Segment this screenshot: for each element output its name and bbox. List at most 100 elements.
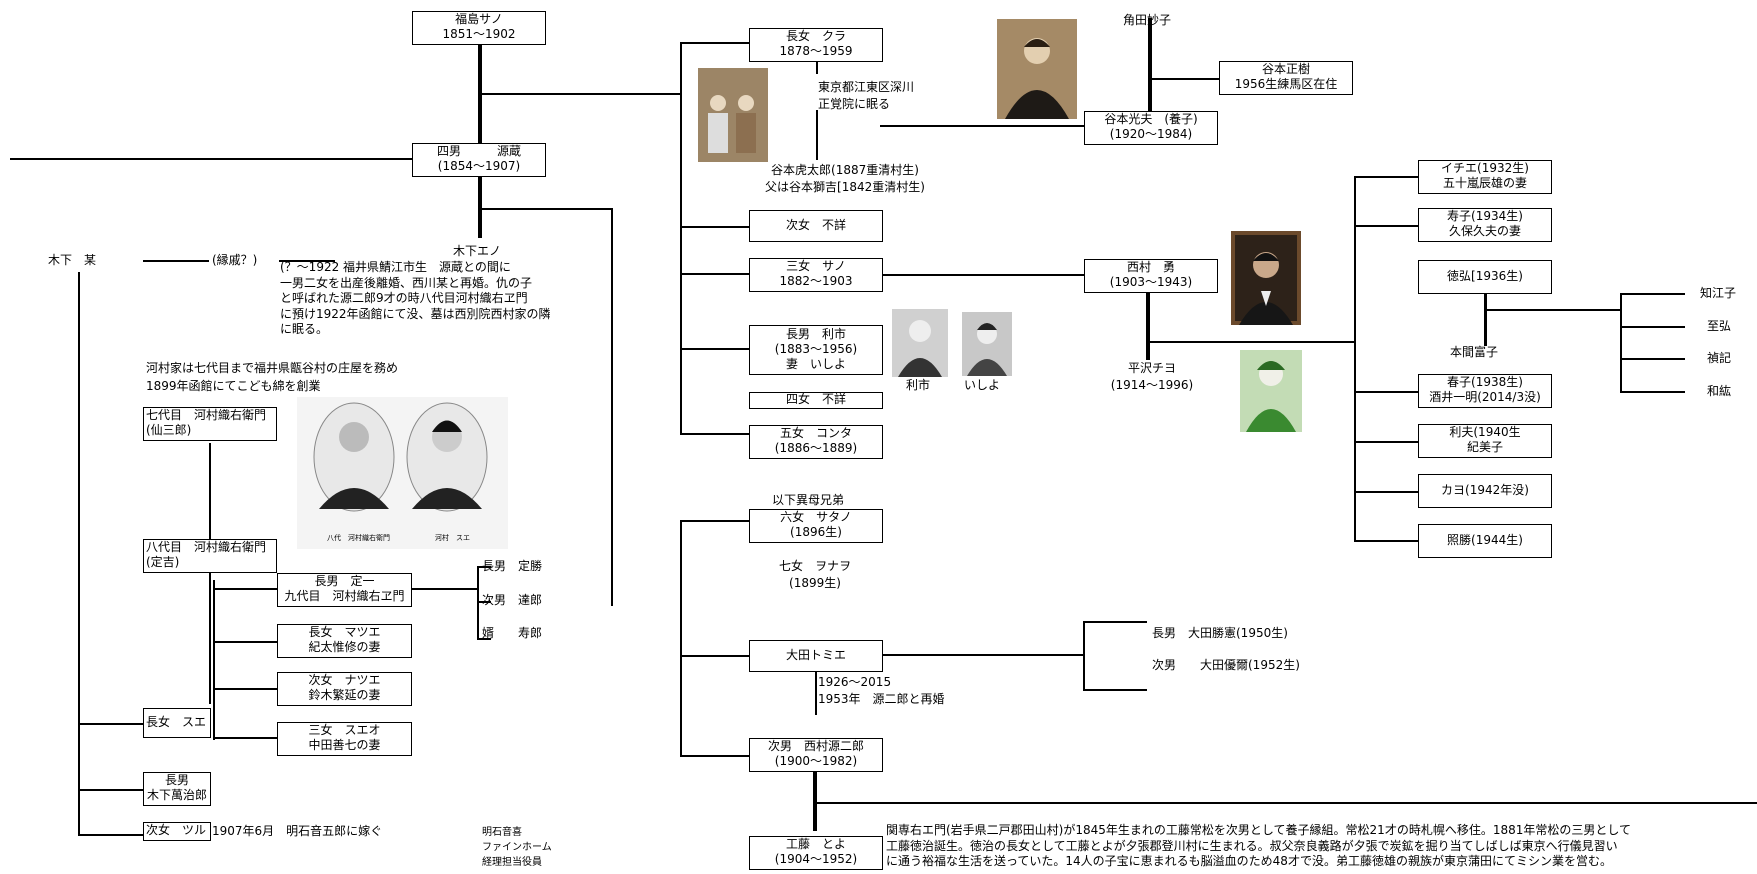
kudo-note: 関専右エ門(岩手県二戸郡田山村)が1845年生まれの工藤常松を次男として養子縁組… — [886, 823, 1631, 870]
photo-caption: 利市 — [906, 378, 931, 392]
connector — [1620, 293, 1622, 391]
connector — [1152, 78, 1219, 80]
person-tsuru: 次女 ツル — [143, 822, 211, 841]
name: 次女 不詳 — [785, 218, 846, 232]
spouse: 紀美子 — [1466, 440, 1503, 454]
connector — [480, 208, 612, 210]
connector — [1620, 293, 1685, 295]
connector — [816, 110, 818, 160]
connector — [815, 671, 817, 715]
person-sadaichi: 長男 定一 九代目 河村織右ヱ門 — [277, 573, 412, 607]
chiyo-photo — [1240, 350, 1302, 432]
spouse: 紀太惟修の妻 — [308, 640, 381, 654]
kawamura-portrait-photo: 八代 河村織右衛門 河村 スエ — [297, 397, 508, 549]
note-line: に預け1922年函館にて没、墓は西別院西村家の隣 — [280, 306, 551, 321]
name: 大田トミエ — [785, 648, 846, 662]
note-line: と呼ばれた源二郎9才の時八代目河村織右ヱ門 — [280, 291, 528, 305]
photo-image — [892, 309, 948, 377]
connector — [477, 566, 479, 639]
connector — [477, 638, 491, 640]
connector — [1484, 290, 1487, 346]
isamu-photo — [1231, 231, 1301, 325]
connector — [1620, 391, 1685, 393]
connector — [1148, 341, 1355, 343]
note-line: 経理担当役員 — [482, 857, 542, 868]
connector — [1083, 621, 1085, 690]
connector — [1354, 176, 1356, 540]
name: 照勝(1944生) — [1447, 533, 1523, 547]
years: (1883〜1956) — [774, 342, 858, 356]
connector — [1620, 358, 1685, 360]
person-yonjo-fusho: 四女 不詳 — [749, 392, 883, 409]
connector — [78, 834, 143, 836]
note-line: に眠る。 — [280, 322, 329, 336]
relation: 長男 — [164, 773, 189, 787]
spouse: 酒井一明(2014/3没) — [1429, 390, 1541, 404]
connector — [477, 601, 491, 603]
connector — [680, 520, 749, 522]
connector — [213, 688, 277, 690]
photo-image — [962, 312, 1012, 376]
note-line: 父は谷本獅吉[1842重清村生) — [765, 180, 925, 194]
person-jyuro: 婿 寿郎 — [482, 626, 543, 640]
connector — [213, 737, 277, 739]
name: イチエ(1932生) — [1441, 161, 1529, 175]
connector — [482, 93, 680, 95]
connector — [1083, 689, 1147, 691]
connector — [143, 260, 209, 262]
person-sueo: 三女 スエオ 中田善七の妻 — [277, 722, 412, 756]
person-kazuhiro: 和紘 — [1707, 384, 1732, 398]
connector — [680, 273, 749, 275]
person-sue: 長女 スエ — [143, 708, 211, 738]
name: 谷本光夫 (養子) — [1104, 112, 1198, 126]
years: (1914〜1996) — [1110, 378, 1194, 392]
name: 長男 定一 — [314, 574, 375, 588]
person-homma-tomiko: 本間富子 — [1450, 345, 1499, 359]
photo-caption: いしよ — [964, 378, 1001, 392]
person-tatsuro: 次男 達郎 — [482, 593, 543, 607]
note-line: 正覚院に眠る — [818, 97, 891, 111]
name: 木下萬治郎 — [146, 788, 207, 802]
connector — [10, 158, 415, 160]
person-tokuhiro: 徳弘[1936生) — [1418, 260, 1552, 294]
connector — [816, 58, 818, 74]
person-jijo-fusho: 次女 不詳 — [749, 210, 883, 242]
person-tsunoda-taeko: 角田妙子 — [1123, 13, 1172, 27]
connector — [680, 433, 749, 435]
person-yoshinori: 禎記 — [1707, 351, 1732, 365]
years: 1851〜1902 — [442, 27, 516, 41]
connector — [209, 443, 211, 540]
connector — [1354, 225, 1418, 227]
connector — [1354, 441, 1418, 443]
person-genzo: 四男 源蔵 (1854〜1907) — [412, 143, 546, 177]
name: 寿子(1934生) — [1447, 209, 1523, 223]
connector — [680, 42, 682, 434]
person-kawamura-7th: 七代目 河村織右衛門 (仙三郎) — [143, 407, 277, 441]
connector — [680, 348, 749, 350]
note-line: 関専右エ門(岩手県二戸郡田山村)が1845年生まれの工藤常松を次男として養子縁組… — [886, 823, 1631, 837]
connector — [209, 568, 211, 704]
name: 西村 勇 — [1126, 260, 1175, 274]
photo-caption: 八代 河村織右衛門 — [327, 534, 390, 542]
years: (1886〜1889) — [774, 441, 858, 455]
person-konta: 五女 コンタ (1886〜1889) — [749, 425, 883, 459]
tsuru-note: 1907年6月 明石音五郎に嫁ぐ — [212, 824, 383, 838]
years: (1896生) — [790, 525, 842, 539]
person-ota-tomie: 大田トミエ — [749, 640, 883, 672]
kura-note: 東京都江東区深川 正覚院に眠る — [818, 79, 914, 113]
person-kinoshita-bo: 木下 某 — [48, 253, 97, 267]
person-kayo: カヨ(1942年没) — [1418, 474, 1552, 508]
connector — [1146, 292, 1150, 360]
connector — [815, 802, 1757, 804]
person-kudo-toyo: 工藤 とよ (1904〜1952) — [749, 836, 883, 870]
name: 徳弘[1936生) — [1447, 269, 1523, 283]
photo-image — [1231, 231, 1301, 325]
years: (1903〜1943) — [1109, 275, 1193, 289]
person-haruko: 春子(1938生) 酒井一明(2014/3没) — [1418, 374, 1552, 408]
connector — [1354, 391, 1418, 393]
photo-image — [1240, 350, 1302, 432]
person-fukushima-sano: 福島サノ 1851〜1902 — [412, 11, 546, 45]
connector — [478, 40, 482, 146]
years: (1854〜1907) — [437, 159, 521, 173]
